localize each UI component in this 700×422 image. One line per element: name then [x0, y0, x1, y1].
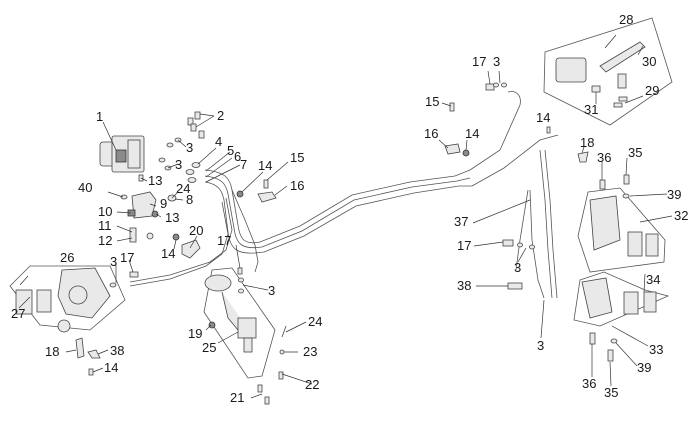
callout-33: 33 — [649, 342, 663, 357]
callout-1: 1 — [96, 109, 103, 124]
callout-36: 36 — [582, 376, 596, 391]
callout-28: 28 — [619, 12, 633, 27]
front-master-cylinder-group — [543, 17, 673, 126]
callout-39: 39 — [667, 187, 681, 202]
callout-13: 13 — [148, 173, 162, 188]
abs-modulator — [99, 135, 145, 173]
callout-35: 35 — [628, 145, 642, 160]
callout-31: 31 — [584, 102, 598, 117]
callout-3: 3 — [186, 140, 193, 155]
callout-21: 21 — [230, 390, 244, 405]
callout-32: 32 — [674, 208, 688, 223]
callout-17: 17 — [457, 238, 471, 253]
callout-4: 4 — [215, 134, 222, 149]
callout-24: 24 — [308, 314, 322, 329]
callout-3: 3 — [514, 260, 521, 275]
callout-35: 35 — [604, 385, 618, 400]
callout-20: 20 — [189, 223, 203, 238]
callout-15: 15 — [290, 150, 304, 165]
callout-40: 40 — [78, 180, 92, 195]
front-caliper-lower — [573, 271, 670, 362]
callout-17: 17 — [120, 250, 134, 265]
callout-14: 14 — [465, 126, 479, 141]
callout-16: 16 — [290, 178, 304, 193]
callout-13: 13 — [165, 210, 179, 225]
callout-22: 22 — [305, 377, 319, 392]
callout-38: 38 — [110, 343, 124, 358]
callout-23: 23 — [303, 344, 317, 359]
callout-39: 39 — [637, 360, 651, 375]
callout-3: 3 — [537, 338, 544, 353]
callout-11: 11 — [98, 218, 112, 233]
callout-7: 7 — [240, 157, 247, 172]
callout-14: 14 — [161, 246, 175, 261]
callout-24: 24 — [176, 181, 190, 196]
fasteners — [120, 111, 277, 203]
callout-3: 3 — [268, 283, 275, 298]
callout-30: 30 — [642, 54, 656, 69]
callout-16: 16 — [424, 126, 438, 141]
callout-8: 8 — [186, 192, 193, 207]
brake-hoses — [129, 91, 559, 299]
callout-labels: 1 2 3 3 4 5 6 7 13 40 24 9 8 10 13 11 12… — [11, 12, 688, 405]
callout-2: 2 — [217, 108, 224, 123]
callout-14: 14 — [258, 158, 272, 173]
callout-12: 12 — [98, 233, 112, 248]
front-caliper-upper — [577, 151, 666, 273]
callout-3: 3 — [175, 157, 182, 172]
callout-14: 14 — [104, 360, 118, 375]
callout-6: 6 — [234, 149, 241, 164]
callout-17: 17 — [472, 54, 486, 69]
callout-34: 34 — [646, 272, 660, 287]
callout-9: 9 — [160, 196, 167, 211]
callout-17: 17 — [217, 233, 231, 248]
callout-38: 38 — [457, 278, 471, 293]
callout-18: 18 — [580, 135, 594, 150]
callout-18: 18 — [45, 344, 59, 359]
callout-27: 27 — [11, 306, 25, 321]
callout-5: 5 — [227, 143, 234, 158]
callout-26: 26 — [60, 250, 74, 265]
callout-14: 14 — [536, 110, 550, 125]
leader-lines — [18, 34, 673, 399]
callout-10: 10 — [98, 204, 112, 219]
callout-3: 3 — [110, 254, 117, 269]
callout-25: 25 — [202, 340, 216, 355]
callout-15: 15 — [425, 94, 439, 109]
callout-29: 29 — [645, 83, 659, 98]
callout-37: 37 — [454, 214, 468, 229]
abs-bracket — [127, 191, 201, 259]
callout-36: 36 — [597, 150, 611, 165]
callout-19: 19 — [188, 326, 202, 341]
rear-master-cylinder — [203, 267, 287, 405]
rear-caliper-group — [9, 265, 139, 376]
callout-3: 3 — [493, 54, 500, 69]
